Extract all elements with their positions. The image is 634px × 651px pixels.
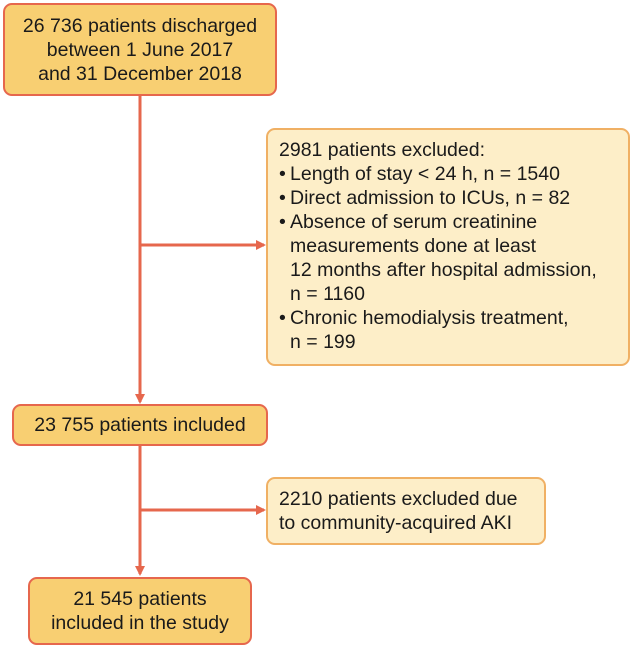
exclusion-item-text: Length of stay < 24 h, n = 1540 — [290, 163, 560, 185]
exclusion-item-text-cont: 12 months after hospital admission, — [290, 259, 597, 281]
excluded-second-line-2: to community-acquired AKI — [279, 512, 513, 534]
exclusion-item-hemodialysis: • Chronic hemodialysis treatment, n = 19… — [279, 306, 618, 354]
exclusion-item-length-of-stay: • Length of stay < 24 h, n = 1540 — [279, 162, 618, 186]
exclusion-item-text-cont: measurements done at least — [290, 235, 537, 257]
study-box: 21 545 patients included in the study — [28, 577, 252, 645]
excluded-first-heading: 2981 patients excluded: — [279, 139, 485, 161]
bullet-icon: • — [279, 163, 286, 185]
exclusion-item-text: Absence of serum creatinine — [290, 211, 538, 233]
included-line-1: 23 755 patients included — [34, 414, 246, 436]
bullet-icon: • — [279, 187, 286, 209]
exclusion-item-text: Direct admission to ICUs, n = 82 — [290, 187, 571, 209]
discharged-line-3: and 31 December 2018 — [38, 62, 242, 85]
bullet-icon: • — [279, 307, 286, 329]
discharged-line-2: between 1 June 2017 — [46, 38, 234, 61]
exclusion-item-text: Chronic hemodialysis treatment, — [290, 307, 569, 329]
exclusion-item-text-cont: n = 1160 — [290, 283, 366, 305]
study-line-2: included in the study — [51, 612, 229, 634]
exclusion-item-icu-admission: • Direct admission to ICUs, n = 82 — [279, 186, 618, 210]
discharged-box: 26 736 patients discharged between 1 Jun… — [3, 3, 277, 96]
study-line-1: 21 545 patients — [73, 588, 207, 610]
excluded-second-line-1: 2210 patients excluded due — [279, 488, 518, 510]
exclusion-item-text-cont: n = 199 — [290, 331, 356, 353]
bullet-icon: • — [279, 211, 286, 233]
exclusion-item-no-creatinine: • Absence of serum creatinine measuremen… — [279, 210, 618, 306]
discharged-line-1: 26 736 patients discharged — [22, 14, 258, 37]
excluded-second-box: 2210 patients excluded due to community-… — [266, 477, 546, 545]
excluded-first-box: 2981 patients excluded: • Length of stay… — [266, 128, 630, 366]
included-box: 23 755 patients included — [12, 404, 268, 446]
